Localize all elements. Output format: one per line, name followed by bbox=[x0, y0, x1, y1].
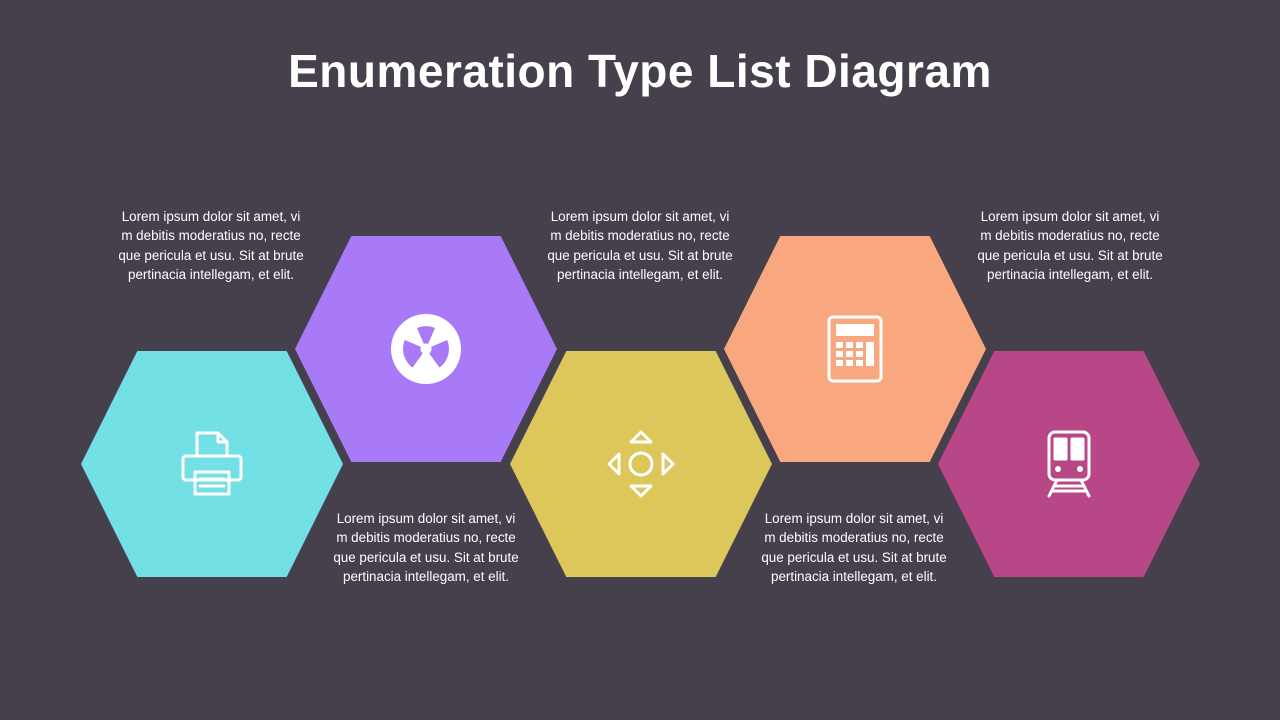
hexagon-2 bbox=[295, 236, 557, 462]
description-4: Lorem ipsum dolor sit amet, vim debitis … bbox=[761, 511, 947, 585]
description-3: Lorem ipsum dolor sit amet, vim debitis … bbox=[547, 209, 733, 283]
directional-pad-icon bbox=[603, 426, 679, 502]
calculator-icon bbox=[817, 311, 893, 387]
train-icon bbox=[1031, 426, 1107, 502]
description-1: Lorem ipsum dolor sit amet, vim debitis … bbox=[118, 209, 304, 283]
printer-icon bbox=[174, 426, 250, 502]
hexagon-3 bbox=[510, 351, 772, 577]
hexagon-5 bbox=[938, 351, 1200, 577]
hexagon-4 bbox=[724, 236, 986, 462]
description-5: Lorem ipsum dolor sit amet, vim debitis … bbox=[977, 209, 1163, 283]
radiation-icon bbox=[388, 311, 464, 387]
page-title: Enumeration Type List Diagram bbox=[288, 45, 992, 97]
description-2: Lorem ipsum dolor sit amet, vim debitis … bbox=[333, 511, 519, 585]
hexagon-1 bbox=[81, 351, 343, 577]
